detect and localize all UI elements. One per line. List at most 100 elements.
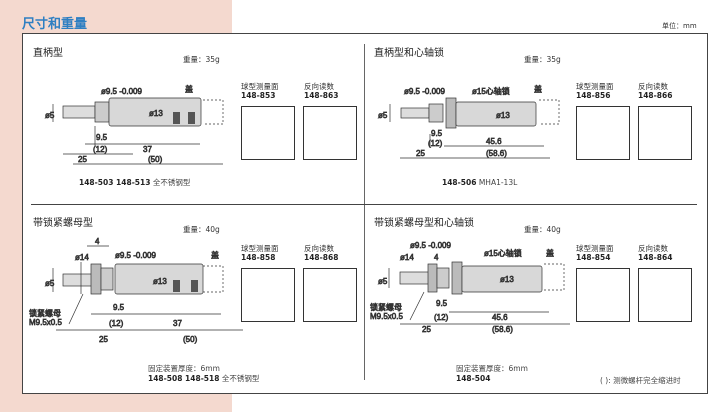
dim-spindle-dia: ø5	[45, 111, 55, 120]
dim-b: (12)	[109, 319, 124, 328]
nut-label: 锁紧螺母	[370, 302, 402, 312]
panel-title: 直柄型和心轴锁	[374, 48, 444, 59]
dim-thimble-dia: ø13	[153, 277, 167, 286]
ball-face-thumbnail	[576, 268, 630, 322]
dim-thimble-dia: ø13	[500, 275, 514, 284]
ball-face-thumbnail	[241, 268, 295, 322]
reverse-reading-thumbnail	[303, 268, 357, 322]
dim-sleeve-dia: ø9.5 -0.009	[404, 87, 445, 96]
dim-thimble-dia: ø13	[496, 111, 510, 120]
dim-d: 25	[78, 155, 87, 164]
panel-straight-shank-spindle-lock: 直柄型和心轴锁 重量：35g ø5 ø9.5 -0.009 ø15心轴锁 ø13…	[364, 34, 708, 204]
part-number: 148-864	[638, 253, 673, 262]
dimensions-frame: 直柄型 重量：35g ø5 ø9.5 -0.009 ø13 盖 9.5 (12)…	[22, 33, 708, 394]
model-line: 148-506 MHA1-13L	[442, 178, 517, 188]
panel-clamp-nut: 带锁紧螺母型 重量：40g ø5 ø14 4 ø9.5 -0.009 ø13 盖…	[23, 204, 364, 394]
dim-a: 9.5	[436, 299, 448, 308]
micrometer-drawing: ø5 ø9.5 -0.009 ø13 盖 9.5 (12) 37 25 (50)	[45, 84, 224, 165]
model-note: MHA1-13L	[478, 178, 518, 187]
dim-spindle-dia: ø5	[45, 279, 55, 288]
ball-face-thumbnail	[241, 106, 295, 160]
dim-thimble-dia: ø13	[149, 109, 163, 118]
dim-c: 45.6	[492, 313, 508, 322]
dim-d: 25	[416, 149, 425, 158]
micrometer-drawing: ø5 ø9.5 -0.009 ø15心轴锁 ø13 盖 9.5 (12) 45.…	[378, 84, 560, 159]
spindle-lock-label: ø15心轴锁	[484, 248, 522, 258]
mount-thickness: 固定装置厚度：6mm	[148, 364, 220, 373]
part-number: 148-854	[576, 253, 611, 262]
dim-nut-dia: ø14	[400, 253, 414, 262]
model-numbers: 148-503 148-513	[79, 178, 151, 187]
dim-c: 45.6	[486, 137, 502, 146]
micrometer-drawing: ø5 ø14 4 ø9.5 -0.009 ø13 盖 锁紧螺母 M9.5x0.5…	[29, 237, 243, 344]
thread-label: M9.5x0.5	[370, 312, 403, 321]
panel-title: 带锁紧螺母型	[33, 218, 93, 229]
panel-title: 带锁紧螺母型和心轴锁	[374, 218, 474, 229]
unit-label: 单位：mm	[662, 22, 697, 30]
dim-d: 25	[422, 325, 431, 334]
dim-nut-dia: ø14	[75, 253, 89, 262]
panel-title: 直柄型	[33, 48, 63, 59]
dim-c: 37	[143, 145, 152, 154]
panel-straight-shank: 直柄型 重量：35g ø5 ø9.5 -0.009 ø13 盖 9.5 (12)…	[23, 34, 364, 204]
model-numbers: 148-504	[456, 374, 491, 383]
ball-face-thumbnail	[576, 106, 630, 160]
panel-clamp-nut-spindle-lock: 带锁紧螺母型和心轴锁 重量：40g ø5 ø14 4 ø9.5 -0.009 ø…	[364, 204, 708, 394]
model-numbers: 148-508 148-518	[148, 374, 220, 383]
part-number: 148-868	[304, 253, 339, 262]
cap-label: 盖	[185, 84, 193, 94]
dim-a: 9.5	[431, 129, 443, 138]
reverse-reading-thumbnail	[638, 106, 692, 160]
model-line: 148-503 148-513 全不锈钢型	[79, 178, 190, 188]
model-block: 固定装置厚度：6mm 148-504	[456, 364, 528, 384]
dim-a: 9.5	[96, 133, 108, 142]
micrometer-drawing: ø5 ø14 4 ø9.5 -0.009 ø15心轴锁 ø13 盖 锁紧螺母 M…	[370, 241, 570, 334]
model-note: 全不锈钢型	[221, 374, 260, 383]
dim-spindle-dia: ø5	[378, 111, 388, 120]
dim-e: (50)	[148, 155, 163, 164]
reverse-reading-thumbnail	[303, 106, 357, 160]
dim-sleeve-dia: ø9.5 -0.009	[410, 241, 451, 250]
dim-d: 25	[99, 335, 108, 344]
dim-sleeve-dia: ø9.5 -0.009	[115, 251, 156, 260]
dim-b: (12)	[434, 313, 449, 322]
page-title: 尺寸和重量	[22, 17, 88, 32]
dim-nut-width: 4	[434, 253, 439, 262]
model-note: 全不锈钢型	[152, 178, 191, 187]
nut-label: 锁紧螺母	[29, 308, 61, 318]
cap-label: 盖	[546, 248, 554, 258]
part-number: 148-858	[241, 253, 276, 262]
dim-e: (50)	[183, 335, 198, 344]
reverse-reading-thumbnail	[638, 268, 692, 322]
dim-a: 9.5	[113, 303, 125, 312]
dim-e: (58.6)	[492, 325, 513, 334]
spindle-lock-label: ø15心轴锁	[472, 86, 510, 96]
dim-b: (12)	[93, 145, 108, 154]
dim-b: (12)	[428, 139, 443, 148]
divider-horizontal	[31, 204, 697, 205]
cap-label: 盖	[534, 84, 542, 94]
divider-vertical	[364, 44, 365, 380]
part-number: 148-863	[304, 91, 339, 100]
model-block: 固定装置厚度：6mm 148-508 148-518 全不锈钢型	[148, 364, 259, 384]
weight: 重量：35g	[524, 55, 561, 64]
weight: 重量：40g	[183, 225, 220, 234]
dim-spindle-dia: ø5	[378, 277, 388, 286]
part-number: 148-866	[638, 91, 673, 100]
footnote: ( ): 测微螺杆完全缩进时	[600, 376, 681, 385]
cap-label: 盖	[211, 250, 219, 260]
weight: 重量：40g	[524, 225, 561, 234]
part-number: 148-853	[241, 91, 276, 100]
dim-nut-width: 4	[95, 237, 100, 246]
dim-sleeve-dia: ø9.5 -0.009	[101, 87, 142, 96]
model-numbers: 148-506	[442, 178, 477, 187]
weight: 重量：35g	[183, 55, 220, 64]
thread-label: M9.5x0.5	[29, 318, 62, 327]
